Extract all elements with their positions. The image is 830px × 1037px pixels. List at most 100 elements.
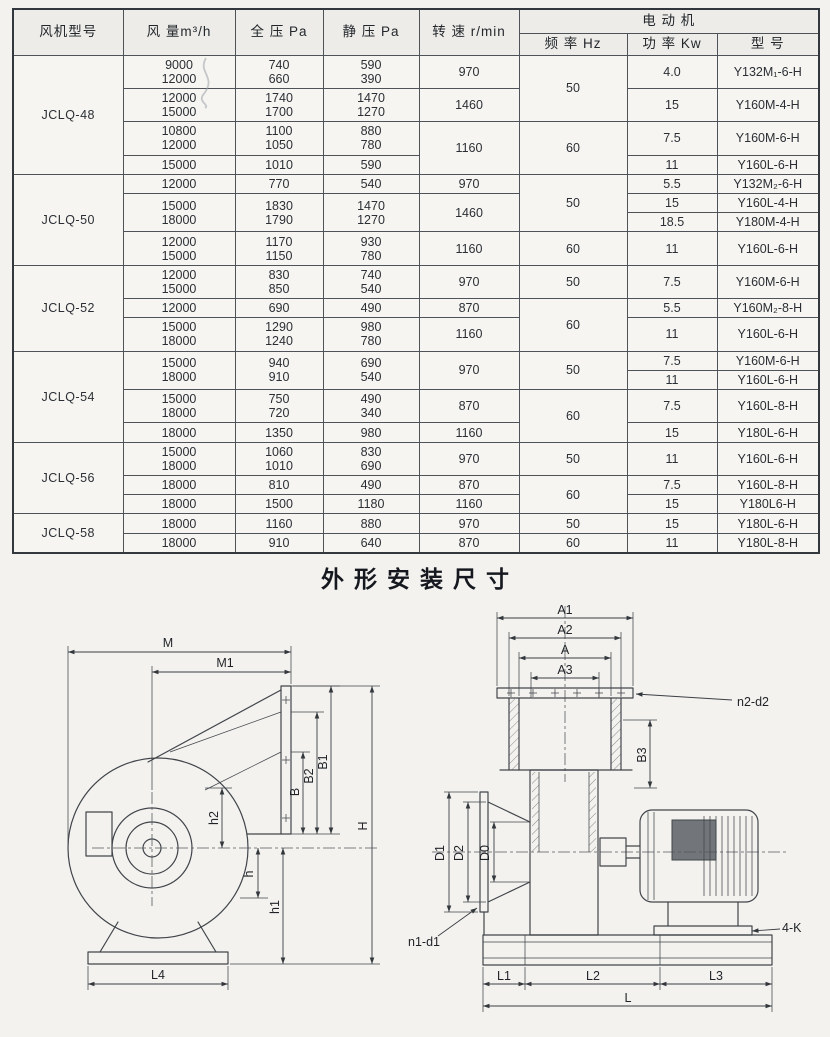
table-cell: 490 [322, 474, 420, 496]
table-cell: 1170 1150 [234, 231, 324, 266]
table-cell: 970 [418, 173, 520, 194]
dim-label-b2: B2 [302, 768, 316, 783]
dim-label-l1: L1 [497, 969, 511, 983]
fan-model-cell: JCLQ-50 [12, 173, 124, 266]
dim-label-b: B [288, 788, 302, 796]
table-cell: 1180 [322, 494, 420, 515]
bearing-block [599, 837, 641, 867]
table-cell: 18000 [122, 532, 236, 554]
table-cell: Y160L-6-H [716, 369, 820, 391]
table-cell: 970 [418, 54, 520, 89]
table-cell: 12000 [122, 298, 236, 319]
table-cell: 870 [418, 298, 520, 319]
spec-table: 风机型号 风 量m³/h 全 压 Pa 静 压 Pa 转 速 r/min 电 动… [12, 8, 821, 554]
table-cell: 490 340 [322, 389, 420, 424]
dim-label-b1: B1 [316, 754, 330, 769]
table-cell: 18000 [122, 494, 236, 515]
table-cell: Y160L-6-H [716, 441, 820, 477]
table-cell: Y160L-8-H [716, 474, 820, 496]
dim-label-m: M [163, 636, 173, 650]
table-cell: 60 [518, 298, 628, 352]
table-cell: 18.5 [626, 212, 718, 233]
table-cell: Y180L-6-H [716, 513, 820, 534]
front-view-dimensions [437, 612, 781, 1012]
table-cell: 930 780 [322, 231, 420, 266]
table-cell: 15000 18000 [122, 389, 236, 424]
table-cell: 1160 [418, 121, 520, 175]
table-cell: Y160L-6-H [716, 317, 820, 352]
table-cell: 750 720 [234, 389, 324, 424]
table-cell: 15000 18000 [122, 192, 236, 233]
table-cell: 15 [626, 87, 718, 123]
header-total-pressure: 全 压 Pa [234, 8, 324, 56]
header-air-volume: 风 量m³/h [122, 8, 236, 56]
section-title: 外形安装尺寸 [321, 566, 519, 592]
table-cell: 740 660 [234, 54, 324, 89]
table-cell: 7.5 [626, 121, 718, 156]
table-cell: 50 [518, 264, 628, 300]
dim-label-b3: B3 [635, 747, 649, 762]
dim-label-a: A [561, 643, 570, 657]
table-cell: 980 780 [322, 317, 420, 352]
table-cell: 7.5 [626, 350, 718, 371]
table-cell: 15000 18000 [122, 441, 236, 477]
table-cell: 1740 1700 [234, 87, 324, 123]
dim-label-h: h [242, 870, 256, 877]
table-cell: 970 [418, 264, 520, 300]
dim-label-d1: D1 [433, 845, 447, 861]
table-cell: 1060 1010 [234, 441, 324, 477]
table-cell: 15 [626, 192, 718, 214]
fan-model-cell: JCLQ-58 [12, 513, 124, 554]
table-cell: 1160 [418, 422, 520, 443]
fan-side-view: M M1 B B2 B1 H h2 h h1 L4 [67, 636, 380, 990]
table-cell: 880 780 [322, 121, 420, 156]
motor-foot [653, 925, 753, 936]
table-cell: 740 540 [322, 264, 420, 300]
inlet-cone [479, 791, 531, 936]
dim-label-l4: L4 [151, 968, 165, 982]
fan-model-cell: JCLQ-56 [12, 441, 124, 515]
header-motor-group: 电 动 机 [518, 8, 820, 34]
dim-label-a2: A2 [557, 623, 572, 637]
table-cell: 50 [518, 54, 628, 123]
table-cell: 1470 1270 [322, 87, 420, 123]
table-cell: 910 [234, 532, 324, 554]
table-cell: 12000 15000 [122, 87, 236, 123]
table-cell: Y132M₂-6-H [716, 173, 820, 194]
dim-label-4-k: 4-K [782, 921, 802, 935]
dim-label-n2-d2: n2-d2 [737, 695, 769, 709]
table-cell: 12000 15000 [122, 264, 236, 300]
table-cell: 7.5 [626, 264, 718, 300]
table-cell: 1830 1790 [234, 192, 324, 233]
fan-model-cell: JCLQ-54 [12, 350, 124, 443]
table-cell: Y160L-6-H [716, 154, 820, 175]
table-cell: 1160 [418, 317, 520, 352]
dim-label-h-total: H [356, 821, 370, 830]
table-cell: 870 [418, 474, 520, 496]
table-cell: 60 [518, 474, 628, 515]
table-cell: 1470 1270 [322, 192, 420, 233]
side-bracket [85, 811, 113, 857]
table-cell: 50 [518, 441, 628, 477]
table-cell: 1350 [234, 422, 324, 443]
header-static-pressure: 静 压 Pa [322, 8, 420, 56]
dim-label-d0: D0 [478, 845, 492, 861]
table-cell: 970 [418, 441, 520, 477]
table-cell: Y160L-8-H [716, 389, 820, 424]
table-cell: Y132M₁-6-H [716, 54, 820, 89]
table-cell: 60 [518, 532, 628, 554]
dim-label-m1: M1 [216, 656, 233, 670]
table-cell: 870 [418, 532, 520, 554]
dim-label-a3: A3 [557, 663, 572, 677]
table-cell: 810 [234, 474, 324, 496]
table-cell: 18000 [122, 513, 236, 534]
table-cell: 1460 [418, 87, 520, 123]
